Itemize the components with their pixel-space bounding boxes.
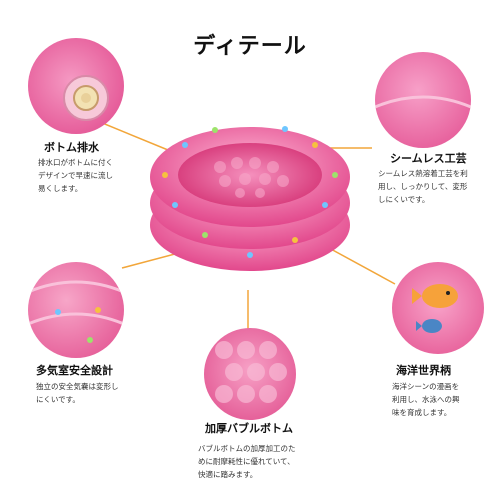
- ocean-desc-line: 利用し、水泳への興: [392, 395, 460, 404]
- bubble-bottom-desc-line: 快適に踏みます。: [198, 470, 258, 479]
- multi-chamber-desc-line: 独立の安全気嚢は変形し: [36, 382, 119, 391]
- drain-label: ボトム排水: [44, 141, 99, 154]
- seamless-label: シームレス工芸: [390, 152, 467, 165]
- seamless-image: [375, 52, 471, 148]
- multi-chamber-desc-line: にくいです。: [36, 395, 80, 404]
- drain-desc-line: デザインで早速に流し: [38, 171, 113, 180]
- bubble-bottom-image: [204, 328, 296, 420]
- ocean-label: 海洋世界柄: [396, 364, 451, 377]
- multi-chamber-description: 独立の安全気嚢は変形し にくいです。: [36, 380, 119, 406]
- drain-desc-line: 排水口がボトムに付く: [38, 158, 113, 167]
- seamless-description: シームレス熱溶着工芸を利 用し、しっかりして、変形 しにくいです。: [378, 167, 468, 206]
- ocean-description: 海洋シーンの漫画を 利用し、水泳への興 味を育成します。: [392, 380, 460, 419]
- bubble-bottom-label: 加厚バブルボトム: [205, 422, 293, 435]
- multi-chamber-image: [28, 262, 124, 358]
- bubble-bottom-description: バブルボトムの加厚加工のた めに耐摩耗性に優れていて、 快適に踏みます。: [198, 442, 296, 481]
- seamless-desc-line: しにくいです。: [378, 195, 430, 204]
- drain-description: 排水口がボトムに付く デザインで早速に流し 易くします。: [38, 156, 113, 195]
- ocean-desc-line: 海洋シーンの漫画を: [392, 382, 460, 391]
- ocean-desc-line: 味を育成します。: [392, 408, 452, 417]
- seamless-desc-line: シームレス熱溶着工芸を利: [378, 169, 468, 178]
- drain-desc-line: 易くします。: [38, 184, 83, 193]
- multi-chamber-label: 多気室安全設計: [36, 364, 113, 377]
- drain-image: [28, 38, 124, 134]
- ocean-image: [392, 262, 484, 354]
- bubble-bottom-desc-line: めに耐摩耗性に優れていて、: [198, 457, 295, 466]
- seamless-desc-line: 用し、しっかりして、変形: [378, 182, 468, 191]
- bubble-bottom-desc-line: バブルボトムの加厚加工のた: [198, 444, 296, 453]
- page-title: ディテール: [193, 34, 307, 59]
- pool-image: [150, 126, 350, 271]
